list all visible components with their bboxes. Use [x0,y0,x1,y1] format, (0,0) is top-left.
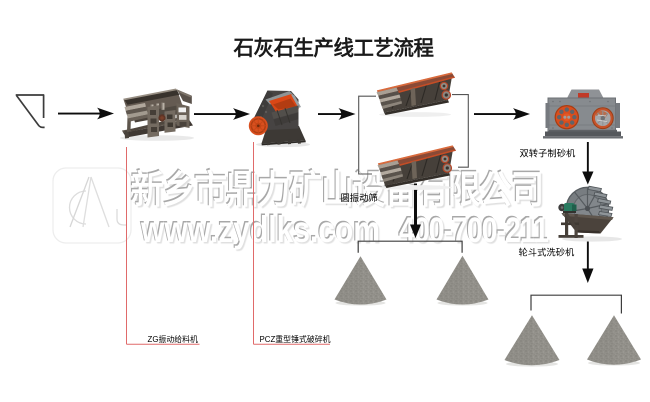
svg-text:www.zydlks.com: www.zydlks.com [140,210,380,250]
svg-text:PCZ重型锤式破碎机: PCZ重型锤式破碎机 [260,334,331,344]
svg-text:轮斗式洗砂机: 轮斗式洗砂机 [519,247,575,258]
svg-text:圆振动筛: 圆振动筛 [341,192,378,203]
svg-text:石灰石生产线工艺流程: 石灰石生产线工艺流程 [233,36,435,60]
svg-text:新乡市鼎力矿山设备有限公司: 新乡市鼎力矿山设备有限公司 [131,168,543,211]
svg-text:双转子制砂机: 双转子制砂机 [520,148,576,159]
svg-text:ZG振动给料机: ZG振动给料机 [148,334,199,344]
svg-text:400-700-211: 400-700-211 [399,210,548,249]
